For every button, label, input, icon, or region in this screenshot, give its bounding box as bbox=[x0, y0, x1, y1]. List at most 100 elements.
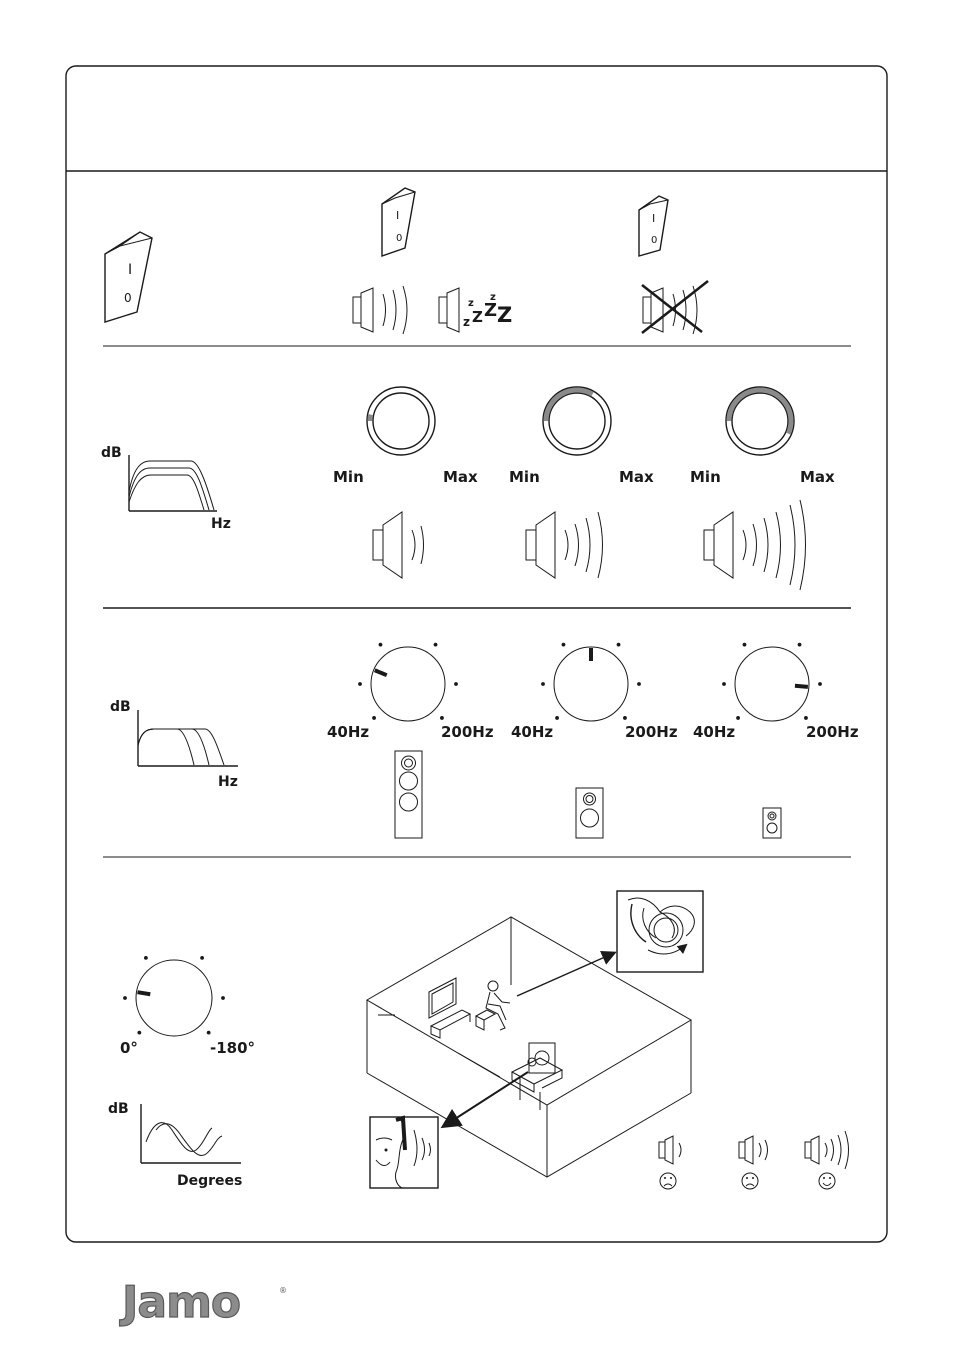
diagram-frame bbox=[66, 66, 887, 1242]
crossover-response-graph: dB Hz bbox=[110, 699, 238, 790]
dial-max-label: 200Hz bbox=[806, 723, 859, 741]
power-switch-small-icon: I 0 bbox=[382, 188, 415, 256]
crossover-dial: 40Hz 200Hz bbox=[511, 643, 678, 741]
graph-y-label: dB bbox=[101, 445, 122, 461]
graph-x-label: Hz bbox=[218, 774, 238, 790]
dial-min-label: Min bbox=[509, 468, 540, 486]
dial-tick bbox=[555, 716, 559, 720]
power-switch-small-icon: I 0 bbox=[639, 196, 668, 256]
dial-max-label: 200Hz bbox=[441, 723, 494, 741]
dial-tick bbox=[736, 716, 740, 720]
dial-tick bbox=[743, 643, 747, 647]
dial-pointer bbox=[795, 686, 808, 687]
sad-face-icon bbox=[742, 1173, 758, 1189]
dial-tick bbox=[722, 682, 726, 686]
dial-tick bbox=[137, 1031, 141, 1035]
level-response-graph: dB Hz bbox=[101, 445, 231, 532]
listener-ear-inset bbox=[370, 1117, 438, 1188]
dial-tick bbox=[123, 996, 127, 1000]
dial-tick bbox=[617, 643, 621, 647]
svg-text:z: z bbox=[463, 315, 470, 329]
level-dial: Min Max bbox=[690, 387, 835, 486]
switch-off-symbol: 0 bbox=[124, 291, 132, 305]
dial-min-label: 40Hz bbox=[693, 723, 735, 741]
dial-tick bbox=[434, 643, 438, 647]
switch-on-symbol: I bbox=[396, 209, 399, 222]
phase-section: 0° -180° dB Degrees bbox=[108, 891, 849, 1189]
crossover-dial: 40Hz 200Hz bbox=[327, 643, 494, 741]
registered-mark: ® bbox=[279, 1286, 287, 1295]
dial-min-label: 0° bbox=[120, 1039, 138, 1057]
floorstanding-speaker-icon bbox=[395, 751, 422, 838]
dial-tick bbox=[623, 716, 627, 720]
dial-tick bbox=[144, 956, 148, 960]
dial-tick bbox=[221, 996, 225, 1000]
dial-min-label: 40Hz bbox=[327, 723, 369, 741]
dial-tick bbox=[804, 716, 808, 720]
dial-tick bbox=[440, 716, 444, 720]
dial-max-label: Max bbox=[443, 468, 478, 486]
logo-text: Jamo bbox=[119, 1277, 240, 1328]
level-section: dB Hz Min Max Min Max Min Max bbox=[101, 387, 835, 590]
speaker-low-volume-icon bbox=[373, 512, 424, 578]
dial-max-label: 200Hz bbox=[625, 723, 678, 741]
speaker-standby-icon: z Z Z Z z z bbox=[439, 288, 512, 332]
graph-y-label: dB bbox=[110, 699, 131, 715]
level-indicator-arc bbox=[729, 390, 791, 434]
level-indicator-arc bbox=[370, 415, 371, 421]
dial-max-label: -180° bbox=[210, 1039, 255, 1057]
dial-tick bbox=[637, 682, 641, 686]
power-switch-icon: I 0 bbox=[105, 232, 152, 322]
dial-tick bbox=[372, 716, 376, 720]
speaker-off-icon bbox=[642, 281, 708, 334]
dial-tick bbox=[818, 682, 822, 686]
svg-text:Z: Z bbox=[484, 300, 497, 321]
sad-face-icon bbox=[660, 1173, 676, 1189]
dial-max-label: Max bbox=[619, 468, 654, 486]
person-icon bbox=[488, 981, 498, 991]
dial-pointer bbox=[137, 992, 150, 994]
dial-tick bbox=[358, 682, 362, 686]
switch-off-symbol: 0 bbox=[396, 233, 402, 244]
speaker-high-volume-icon bbox=[704, 500, 806, 590]
dial-max-label: Max bbox=[800, 468, 835, 486]
happy-face-icon bbox=[819, 1173, 835, 1189]
dial-min-label: 40Hz bbox=[511, 723, 553, 741]
dial-tick bbox=[541, 682, 545, 686]
dial-min-label: Min bbox=[690, 468, 721, 486]
speaker-sound-icon bbox=[353, 286, 407, 334]
dial-pointer bbox=[375, 670, 387, 675]
speaker-medium-volume-icon bbox=[526, 512, 603, 578]
dial-tick bbox=[379, 643, 383, 647]
result-speaker-high-icon bbox=[805, 1131, 849, 1169]
dial-tick bbox=[200, 956, 204, 960]
level-dial: Min Max bbox=[509, 387, 654, 486]
switch-on-symbol: I bbox=[128, 262, 132, 278]
phase-response-graph: dB Degrees bbox=[108, 1101, 242, 1189]
graph-x-label: Hz bbox=[211, 516, 231, 532]
switch-on-symbol: I bbox=[652, 212, 655, 225]
svg-text:z: z bbox=[490, 292, 496, 303]
graph-x-label: Degrees bbox=[177, 1173, 242, 1189]
satellite-speaker-icon bbox=[763, 808, 781, 838]
svg-text:Z: Z bbox=[497, 303, 512, 327]
svg-text:Z: Z bbox=[472, 308, 483, 326]
dial-tick bbox=[798, 643, 802, 647]
phase-dial: 0° -180° bbox=[120, 956, 255, 1057]
crossover-section: dB Hz 40Hz 200Hz 40Hz 200Hz 40Hz 200Hz bbox=[110, 643, 859, 838]
dial-tick bbox=[562, 643, 566, 647]
result-speaker-low-icon bbox=[659, 1136, 681, 1164]
knob-adjust-inset bbox=[617, 891, 703, 972]
dial-tick bbox=[207, 1031, 211, 1035]
jamo-logo: Jamo ® bbox=[119, 1277, 287, 1328]
result-speaker-medium-icon bbox=[739, 1136, 768, 1164]
level-dial: Min Max bbox=[333, 387, 478, 486]
dial-tick bbox=[454, 682, 458, 686]
switch-off-symbol: 0 bbox=[651, 235, 657, 246]
graph-y-label: dB bbox=[108, 1101, 129, 1117]
dial-min-label: Min bbox=[333, 468, 364, 486]
bookshelf-speaker-icon bbox=[576, 788, 603, 838]
svg-text:z: z bbox=[468, 298, 474, 309]
crossover-dial: 40Hz 200Hz bbox=[693, 643, 859, 741]
